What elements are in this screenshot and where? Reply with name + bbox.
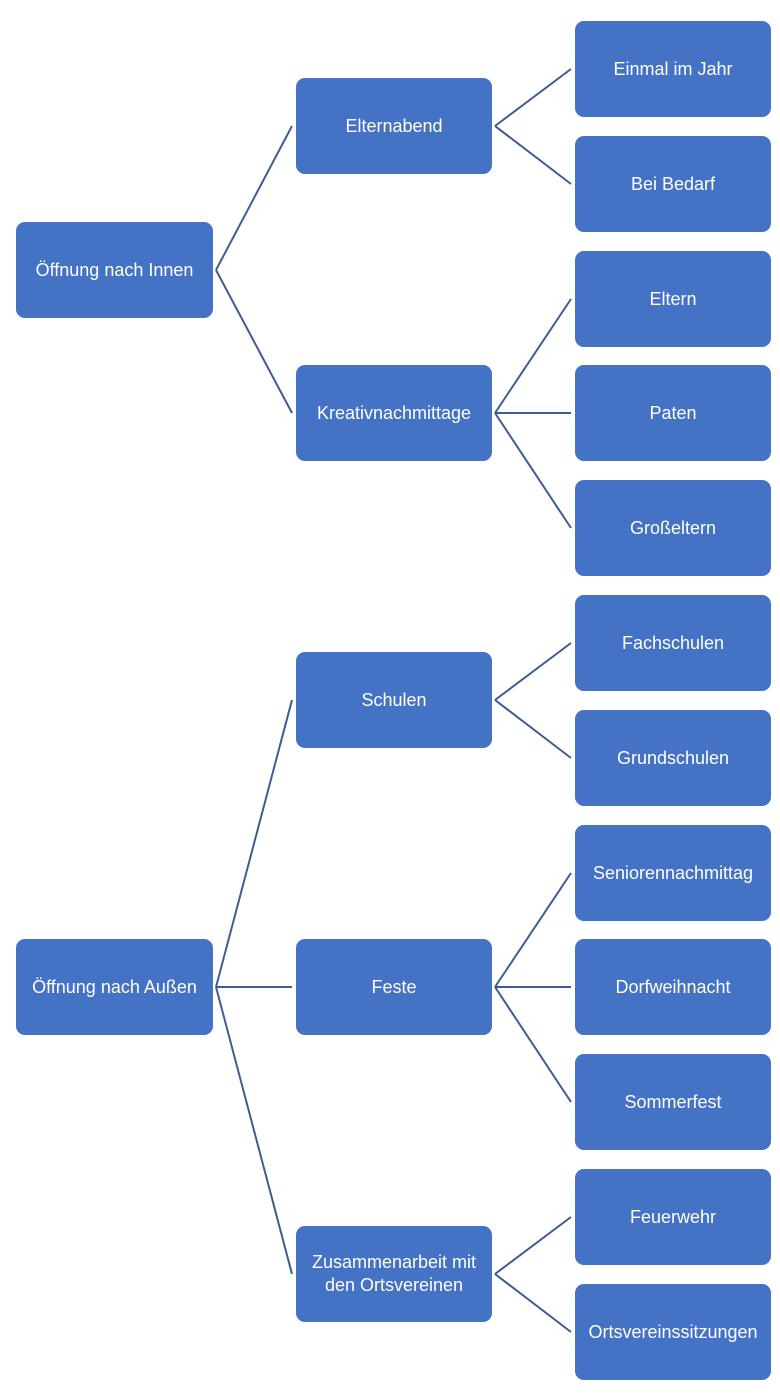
connector-feste-seniorennachmittag [494,872,572,988]
node-eltern: Eltern [575,251,771,347]
node-grosseltern: Großeltern [575,480,771,576]
node-zusammenarbeit: Zusammenarbeit mit den Ortsvereinen [296,1226,492,1322]
connector-oeffnung-innen-kreativnachmittage [215,269,293,414]
connector-zusammenarbeit-feuerwehr [494,1216,572,1275]
node-bei-bedarf: Bei Bedarf [575,136,771,232]
node-feste: Feste [296,939,492,1035]
node-oeffnung-aussen: Öffnung nach Außen [16,939,213,1035]
connector-oeffnung-aussen-zusammenarbeit [215,986,293,1275]
node-oeffnung-innen: Öffnung nach Innen [16,222,213,318]
node-dorfweihnacht: Dorfweihnacht [575,939,771,1035]
connector-kreativnachmittage-eltern [494,298,572,414]
node-einmal-im-jahr: Einmal im Jahr [575,21,771,117]
node-paten: Paten [575,365,771,461]
connector-schulen-fachschulen [494,642,572,701]
connector-oeffnung-innen-elternabend [215,125,293,271]
node-feuerwehr: Feuerwehr [575,1169,771,1265]
connector-elternabend-bei-bedarf [494,125,572,185]
connector-feste-sommerfest [494,986,572,1103]
node-schulen: Schulen [296,652,492,748]
node-kreativnachmittage: Kreativnachmittage [296,365,492,461]
connector-zusammenarbeit-ortsvereinssitzungen [494,1273,572,1333]
node-seniorennachmittag: Seniorennachmittag [575,825,771,921]
connector-oeffnung-aussen-schulen [215,699,293,988]
node-sommerfest: Sommerfest [575,1054,771,1150]
connector-schulen-grundschulen [494,699,572,759]
node-ortsvereinssitzungen: Ortsvereinssitzungen [575,1284,771,1380]
node-elternabend: Elternabend [296,78,492,174]
connector-kreativnachmittage-grosseltern [494,412,572,529]
node-grundschulen: Grundschulen [575,710,771,806]
connector-elternabend-einmal-im-jahr [494,68,572,127]
node-fachschulen: Fachschulen [575,595,771,691]
